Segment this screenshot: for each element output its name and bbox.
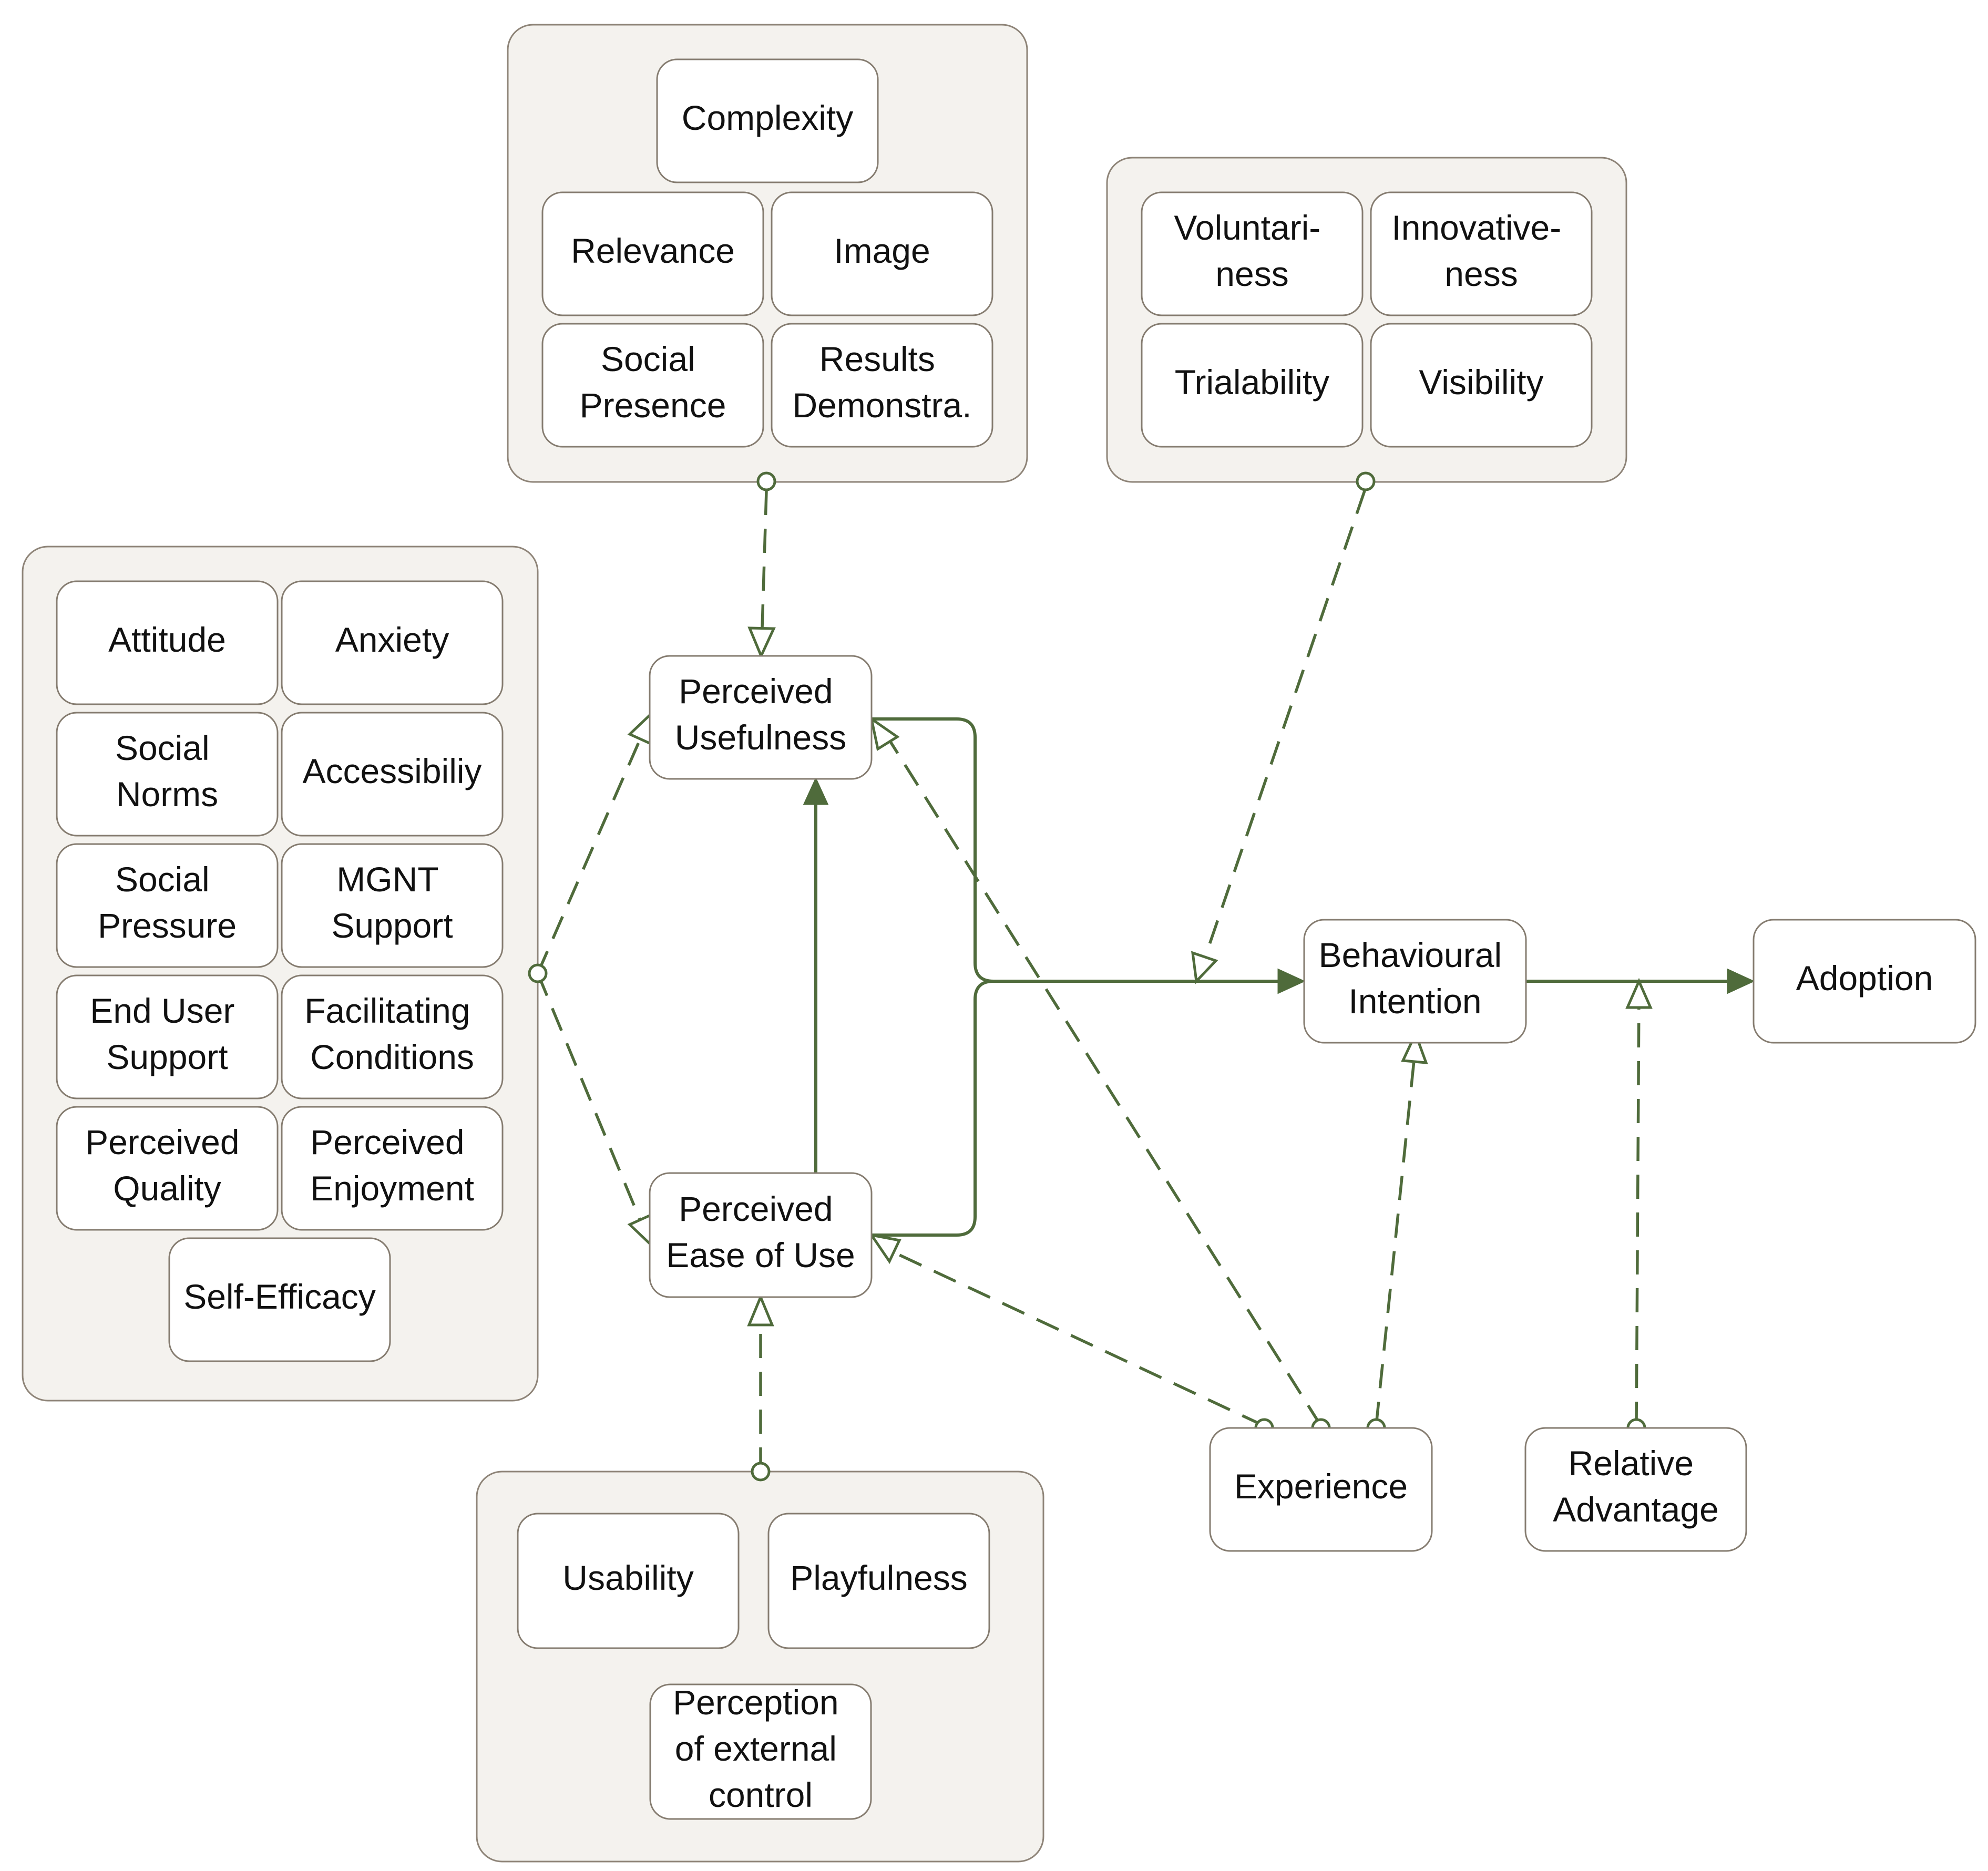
edge-experience-to-intention bbox=[1375, 1060, 1416, 1426]
open-arrowhead-intention-link bbox=[1191, 951, 1218, 984]
circle-end-user-factors bbox=[528, 963, 548, 983]
node-end-user-support[interactable]: End User Support bbox=[56, 974, 279, 1099]
svg-text:Behavioural Intention: Behavioural Intention bbox=[1319, 936, 1512, 1021]
node-trialability[interactable]: Trialability bbox=[1141, 323, 1364, 448]
arrowhead-intention bbox=[1277, 968, 1306, 994]
node-usability[interactable]: Usability bbox=[517, 1513, 740, 1649]
svg-text:MGNT Support: MGNT Support bbox=[331, 860, 453, 945]
node-perceived-enjoyment[interactable]: Perceived Enjoyment bbox=[281, 1106, 504, 1231]
svg-text:Accessibiliy: Accessibiliy bbox=[302, 752, 481, 790]
node-attitude[interactable]: Attitude bbox=[56, 580, 279, 705]
circle-end-innovation-group bbox=[1356, 471, 1376, 491]
node-voluntariness[interactable]: Voluntari- ness bbox=[1141, 191, 1364, 316]
node-anxiety[interactable]: Anxiety bbox=[281, 580, 504, 705]
node-playfulness[interactable]: Playfulness bbox=[767, 1513, 990, 1649]
svg-text:Social Presence: Social Presence bbox=[580, 340, 726, 425]
node-experience[interactable]: Experience bbox=[1209, 1427, 1433, 1552]
svg-text:Complexity: Complexity bbox=[682, 98, 853, 137]
edge-usefulness-to-intention bbox=[872, 717, 1285, 983]
node-perceived-usefulness[interactable]: Perceived Usefulness bbox=[649, 655, 873, 780]
edge-ease-to-intention bbox=[872, 980, 994, 1237]
svg-text:End User Support: End User Support bbox=[90, 991, 244, 1076]
svg-text:Trialability: Trialability bbox=[1175, 363, 1330, 402]
svg-text:Image: Image bbox=[834, 231, 930, 270]
open-arrowhead-adoption-link bbox=[1625, 978, 1653, 1009]
edge-usefulness-group-to-usefulness bbox=[761, 490, 768, 629]
svg-text:Playfulness: Playfulness bbox=[790, 1558, 968, 1597]
node-image[interactable]: Image bbox=[771, 191, 993, 316]
arrowhead-usefulness bbox=[803, 777, 829, 805]
edges bbox=[528, 471, 1755, 1482]
edge-relative-advantage-to-adoption bbox=[1635, 994, 1641, 1426]
node-visibility[interactable]: Visibility bbox=[1370, 323, 1593, 448]
svg-text:Social Norms: Social Norms bbox=[115, 728, 219, 814]
open-arrowhead-usefulness-left bbox=[627, 710, 653, 746]
svg-text:Relative Advantage: Relative Advantage bbox=[1553, 1444, 1719, 1529]
circle-end-ease-group bbox=[751, 1462, 771, 1482]
svg-text:Social Pressure: Social Pressure bbox=[98, 860, 237, 945]
node-innovativeness[interactable]: Innovative- ness bbox=[1370, 191, 1593, 316]
svg-text:Perceived Usefulness: Perceived Usefulness bbox=[675, 672, 847, 757]
svg-text:Anxiety: Anxiety bbox=[335, 620, 449, 659]
svg-text:Voluntari- ness: Voluntari- ness bbox=[1174, 208, 1330, 293]
svg-text:Facilitating Conditions: Facilitating Conditions bbox=[304, 991, 480, 1076]
svg-text:Perception of external: Perception of external control bbox=[673, 1683, 848, 1814]
edge-experience-to-usefulness bbox=[887, 737, 1323, 1427]
svg-text:Attitude: Attitude bbox=[108, 620, 226, 659]
node-complexity[interactable]: Complexity bbox=[656, 58, 879, 183]
node-adoption[interactable]: Adoption bbox=[1753, 919, 1976, 1044]
edge-user-factors-to-ease bbox=[536, 972, 642, 1221]
node-behavioural-intention[interactable]: Behavioural Intention bbox=[1303, 919, 1527, 1044]
node-social-pressure[interactable]: Social Pressure bbox=[56, 843, 279, 968]
arrowhead-adoption bbox=[1727, 968, 1755, 994]
node-perceived-ease-of-use[interactable]: Perceived Ease of Use bbox=[649, 1172, 873, 1298]
svg-text:Perceived Quality: Perceived Quality bbox=[85, 1123, 249, 1208]
open-arrowhead-ease-bottom bbox=[747, 1293, 774, 1327]
svg-text:Visibility: Visibility bbox=[1419, 363, 1543, 402]
node-mgnt-support[interactable]: MGNT Support bbox=[281, 843, 504, 968]
open-arrowhead-usefulness-top bbox=[747, 626, 776, 660]
circle-end-usefulness-group bbox=[756, 471, 776, 491]
open-arrowhead-intention-experience bbox=[1401, 1030, 1428, 1064]
svg-text:Perceived Ease of Use: Perceived Ease of Use bbox=[666, 1189, 855, 1274]
open-arrowhead-usefulness-experience bbox=[869, 716, 900, 752]
open-arrowhead-ease-left bbox=[627, 1212, 653, 1249]
svg-text:Results Demonstra.: Results Demonstra. bbox=[792, 340, 971, 425]
svg-text:Experience: Experience bbox=[1234, 1467, 1408, 1506]
svg-text:Relevance: Relevance bbox=[571, 231, 735, 270]
svg-text:Usability: Usability bbox=[562, 1558, 693, 1597]
node-social-presence[interactable]: Social Presence bbox=[541, 323, 764, 448]
node-perception-of-external-control[interactable]: Perception of external control bbox=[649, 1683, 872, 1820]
node-facilitating-conditions[interactable]: Facilitating Conditions bbox=[281, 974, 504, 1099]
node-perceived-quality[interactable]: Perceived Quality bbox=[56, 1106, 279, 1231]
edge-experience-to-ease bbox=[887, 1248, 1265, 1427]
node-accessibility[interactable]: Accessibiliy bbox=[281, 712, 504, 837]
node-relevance[interactable]: Relevance bbox=[541, 191, 764, 316]
open-arrowhead-ease-experience bbox=[868, 1233, 901, 1265]
svg-text:Perceived Enjoyment: Perceived Enjoyment bbox=[310, 1123, 474, 1208]
node-social-norms[interactable]: Social Norms bbox=[56, 712, 279, 837]
svg-text:Innovative- ness: Innovative- ness bbox=[1391, 208, 1571, 293]
node-results-demonstrability[interactable]: Results Demonstra. bbox=[771, 323, 993, 448]
edge-user-factors-to-usefulness bbox=[536, 738, 642, 974]
svg-text:Adoption: Adoption bbox=[1796, 959, 1933, 998]
node-relative-advantage[interactable]: Relative Advantage bbox=[1524, 1427, 1747, 1552]
edge-innovation-group-to-intention bbox=[1203, 490, 1366, 960]
svg-text:Self-Efficacy: Self-Efficacy bbox=[183, 1277, 376, 1316]
node-self-efficacy[interactable]: Self-Efficacy bbox=[168, 1237, 391, 1362]
